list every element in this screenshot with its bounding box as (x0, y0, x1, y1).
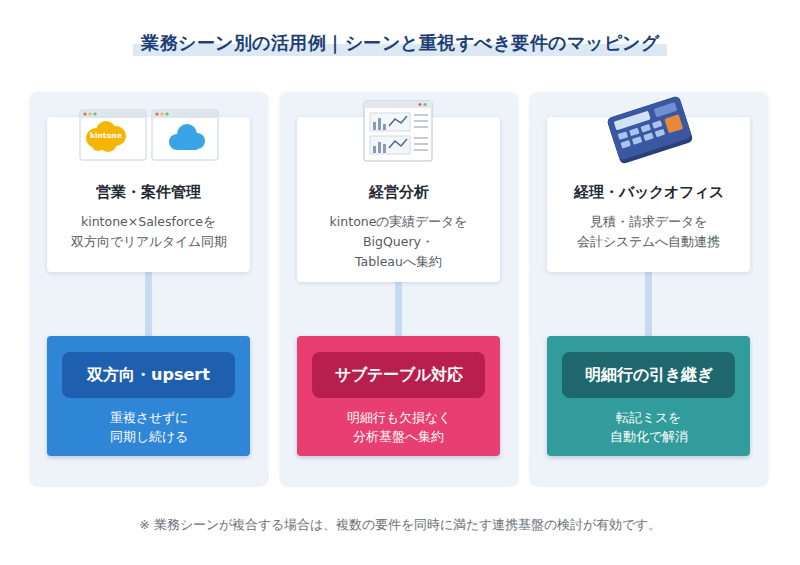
browser-window-icon (80, 110, 146, 160)
scene-heading: 営業・案件管理 (55, 181, 242, 203)
scene-card: 営業・案件管理 kintone×Salesforceを 双方向でリアルタイム同期 (47, 117, 250, 272)
requirement-pill: 明細行の引き継ぎ (562, 352, 735, 398)
scene-heading: 経営分析 (305, 181, 492, 203)
cloud-logo (169, 124, 205, 150)
diagram-title: 業務シーン別の活用例｜シーンと重視すべき要件のマッピング (133, 30, 667, 56)
title-band: 業務シーン別の活用例｜シーンと重視すべき要件のマッピング (0, 30, 800, 56)
report-icon (364, 101, 432, 161)
requirement-effect: 明細行も欠損なく 分析基盤へ集約 (347, 408, 451, 446)
footnote-caption: ※ 業務シーンが複合する場合は、複数の要件を同時に満たす連携基盤の検討が有効です… (0, 515, 800, 535)
calculator-icon (606, 95, 693, 164)
connector-line (145, 272, 152, 336)
requirement-effect: 転記ミスを 自動化で解消 (610, 408, 688, 446)
scene-description: kintone×Salesforceを 双方向でリアルタイム同期 (71, 212, 227, 252)
requirement-pill: サブテーブル対応 (312, 352, 485, 398)
connector-line (645, 272, 652, 336)
scene-card: 経営分析 kintoneの実績データを BigQuery・Tableauへ集約 (297, 117, 500, 282)
connector-line (395, 282, 402, 336)
browser-window-icon (152, 110, 218, 160)
requirement-label: サブテーブル対応 (335, 364, 463, 386)
scene-description: kintoneの実績データを BigQuery・Tableauへ集約 (330, 212, 468, 272)
scene-card: 経理・バックオフィス見積・請求データを 会計システムへ自動連携 (547, 117, 750, 272)
scene-heading: 経理・バックオフィス (555, 181, 742, 203)
scene-description: 見積・請求データを 会計システムへ自動連携 (577, 212, 720, 252)
requirement-label: 明細行の引き継ぎ (585, 364, 713, 386)
requirement-box: 重複させずに 同期し続ける 双方向・upsert (47, 336, 250, 456)
requirement-pill: 双方向・upsert (62, 352, 235, 398)
requirement-box: 明細行も欠損なく 分析基盤へ集約 サブテーブル対応 (297, 336, 500, 456)
kintone-logo (86, 121, 126, 152)
requirement-effect: 重複させずに 同期し続ける (110, 408, 188, 446)
requirement-box: 転記ミスを 自動化で解消 明細行の引き継ぎ (547, 336, 750, 456)
requirement-label: 双方向・upsert (87, 364, 210, 386)
